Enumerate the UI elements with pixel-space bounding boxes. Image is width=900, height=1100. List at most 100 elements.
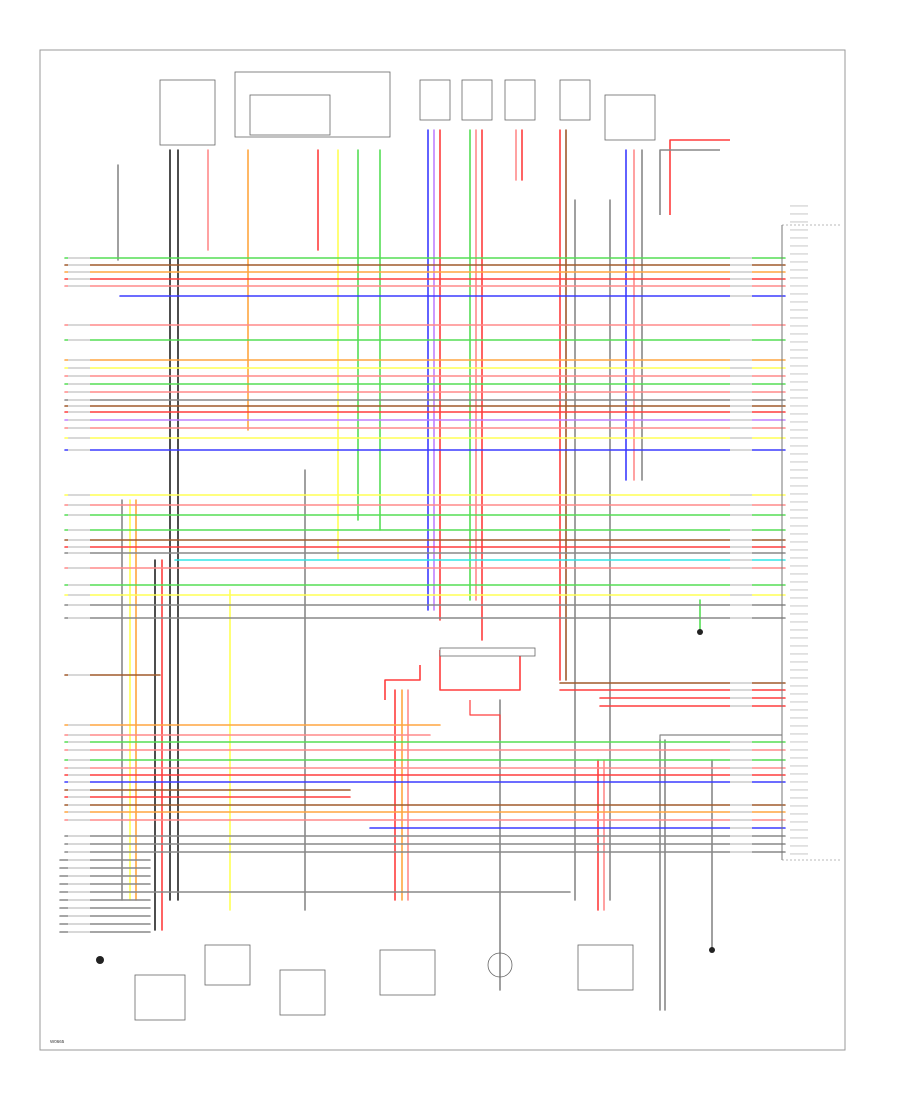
pin-label: [790, 525, 808, 527]
pin-label: [790, 229, 808, 231]
pin-label: [790, 781, 808, 783]
wire-label-tag: [68, 367, 90, 369]
pin-label: [790, 221, 808, 223]
pin-label: [790, 413, 808, 415]
pin-label: [790, 469, 808, 471]
pin-label: [790, 765, 808, 767]
wire-label-tag: [730, 285, 752, 287]
diagram-code: W0665: [50, 1039, 65, 1044]
wire-label-tag: [730, 391, 752, 393]
pin-label: [790, 405, 808, 407]
pin-label: [790, 205, 808, 207]
pin-label: [790, 357, 808, 359]
pin-label: [790, 549, 808, 551]
wire-label-tag: [730, 804, 752, 806]
pin-label: [790, 621, 808, 623]
wire-label-tag: [68, 875, 90, 877]
pin-label: [790, 741, 808, 743]
pin-label: [790, 685, 808, 687]
wire-label-tag: [68, 741, 90, 743]
pin-label: [790, 509, 808, 511]
pin-label: [790, 533, 808, 535]
wire-label-tag: [68, 375, 90, 377]
relay-inner-box: [249, 94, 331, 136]
pin-label: [790, 709, 808, 711]
wire-label-tag: [730, 759, 752, 761]
wire-label-tag: [68, 617, 90, 619]
wire-label-tag: [730, 419, 752, 421]
wire-label-tag: [68, 734, 90, 736]
sensor-box: [504, 79, 536, 121]
wire-label-tag: [730, 584, 752, 586]
wire-label-tag: [730, 383, 752, 385]
pin-label: [790, 461, 808, 463]
wire-label-tag: [68, 907, 90, 909]
splice-wire: [469, 700, 501, 740]
pin-label: [790, 373, 808, 375]
wire-label-tag: [68, 796, 90, 798]
wire-label-tag: [68, 324, 90, 326]
pin-label: [790, 213, 808, 215]
wire-label-tag: [68, 264, 90, 266]
wire-label-tag: [68, 449, 90, 451]
wire-label-tag: [730, 774, 752, 776]
pin-label: [790, 589, 808, 591]
wire-label-tag: [730, 594, 752, 596]
pin-label: [790, 661, 808, 663]
wire-label-tag: [68, 867, 90, 869]
wire-label-tag: [68, 419, 90, 421]
wire-label-tag: [730, 411, 752, 413]
pin-label: [790, 333, 808, 335]
wire-label-tag: [68, 804, 90, 806]
wire-label-tag: [68, 278, 90, 280]
pin-label: [790, 557, 808, 559]
pin-label: [790, 637, 808, 639]
pin-label: [790, 693, 808, 695]
wire-label-tag: [68, 567, 90, 569]
wire-label-tag: [68, 891, 90, 893]
wire-label-tag: [68, 759, 90, 761]
wire-label-tag: [68, 674, 90, 676]
wire-label-tag: [68, 883, 90, 885]
wire-label-tag: [730, 324, 752, 326]
wire-label-tag: [730, 359, 752, 361]
wire-label-tag: [68, 391, 90, 393]
pin-label: [790, 453, 808, 455]
wire-label-tag: [68, 811, 90, 813]
pin-label: [790, 301, 808, 303]
wire-label-tag: [730, 494, 752, 496]
wire-label-tag: [730, 257, 752, 259]
wire-label-tag: [730, 843, 752, 845]
wire-label-tag: [730, 781, 752, 783]
pin-label: [790, 421, 808, 423]
pin-label: [790, 749, 808, 751]
wire-label-tag: [730, 375, 752, 377]
wire-label-tag: [730, 819, 752, 821]
pin-label: [790, 237, 808, 239]
top-right-wire: [659, 149, 720, 215]
horizontal-wires: [59, 257, 786, 933]
wire-label-tag: [68, 789, 90, 791]
pin-label: [790, 701, 808, 703]
engine-control-module: [781, 224, 840, 861]
vertical-wires: [117, 129, 782, 1011]
wire-label-tag: [730, 449, 752, 451]
wire-label-tag: [730, 427, 752, 429]
pin-label: [790, 341, 808, 343]
wire-label-tag: [730, 278, 752, 280]
wire-label-tag: [730, 741, 752, 743]
diagram-frame: [39, 49, 846, 1051]
wire-label-tag: [730, 399, 752, 401]
wire-label-tag: [730, 559, 752, 561]
wire-label-tag: [68, 819, 90, 821]
wire-label-tag: [730, 689, 752, 691]
wire-label-tag: [68, 405, 90, 407]
splice-wire: [439, 650, 521, 691]
pin-label: [790, 773, 808, 775]
ground-wire: [659, 734, 782, 740]
pin-label: [790, 573, 808, 575]
sensor-box: [559, 79, 591, 121]
wire-label-tag: [730, 835, 752, 837]
pin-label: [790, 757, 808, 759]
pin-label: [790, 853, 808, 855]
